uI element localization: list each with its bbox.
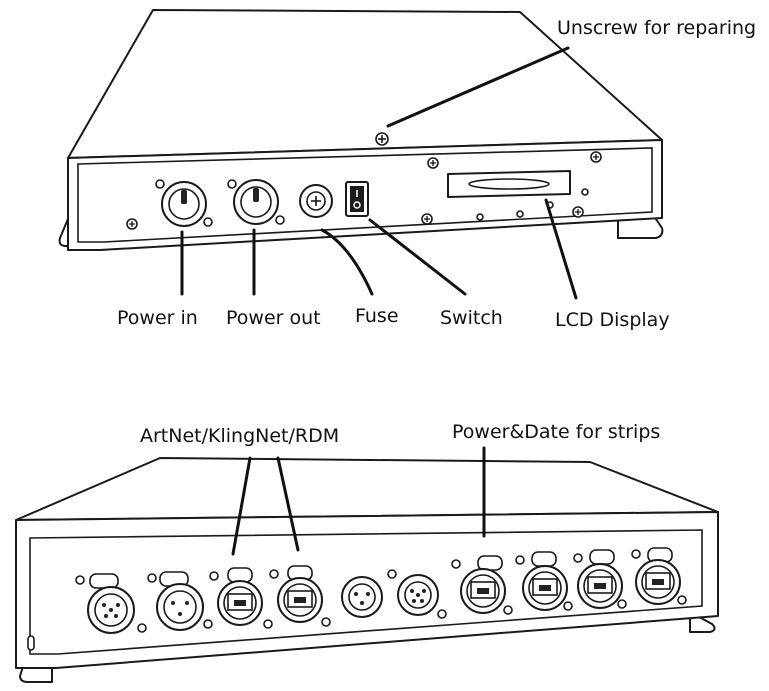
leader-lcd (544, 198, 578, 300)
label-unscrew: Unscrew for reparing (557, 17, 756, 39)
lid-screw-icon (375, 132, 389, 146)
xlr-5pin-connector-icon (387, 569, 447, 619)
fuse-holder-icon (299, 184, 333, 218)
xlr-3pin-connector-icon (147, 571, 213, 631)
leader-unscrew (386, 46, 570, 128)
label-power-out: Power out (226, 307, 321, 329)
label-switch: Switch (440, 307, 503, 329)
top-controller-device: Unscrew for reparing Power in Power out … (58, 9, 756, 331)
rocker-switch-icon (345, 181, 369, 217)
label-artnet: ArtNet/KlingNet/RDM (140, 425, 339, 447)
label-power-data: Power&Date for strips (452, 421, 660, 443)
xlr-3pin-connector-icon (341, 576, 383, 618)
xlr-5pin-connector-icon (75, 573, 147, 634)
device-top-lid-bottom (15, 457, 719, 521)
label-fuse: Fuse (355, 305, 399, 327)
rj45-port-icon (269, 565, 331, 627)
power-out-connector-icon (233, 179, 279, 225)
leader-artnet-2 (276, 456, 300, 552)
label-power-in: Power in (117, 307, 198, 329)
leader-artnet-1 (231, 456, 252, 556)
foot-slot (27, 635, 35, 651)
power-in-connector-icon (161, 181, 207, 227)
rj45-port-icon (209, 567, 273, 629)
label-lcd: LCD Display (555, 309, 670, 331)
leader-fuse (320, 228, 374, 296)
leader-switch (368, 218, 467, 296)
rj45-port-icon (631, 547, 687, 605)
lcd-display-window (447, 170, 571, 198)
panel-screws (126, 151, 602, 230)
rj45-port-icon (451, 555, 513, 615)
rj45-port-icon (515, 551, 573, 611)
bottom-controller-device: ArtNet/KlingNet/RDM Power&Date for strip… (15, 421, 719, 683)
rj45-port-icon (573, 549, 627, 609)
